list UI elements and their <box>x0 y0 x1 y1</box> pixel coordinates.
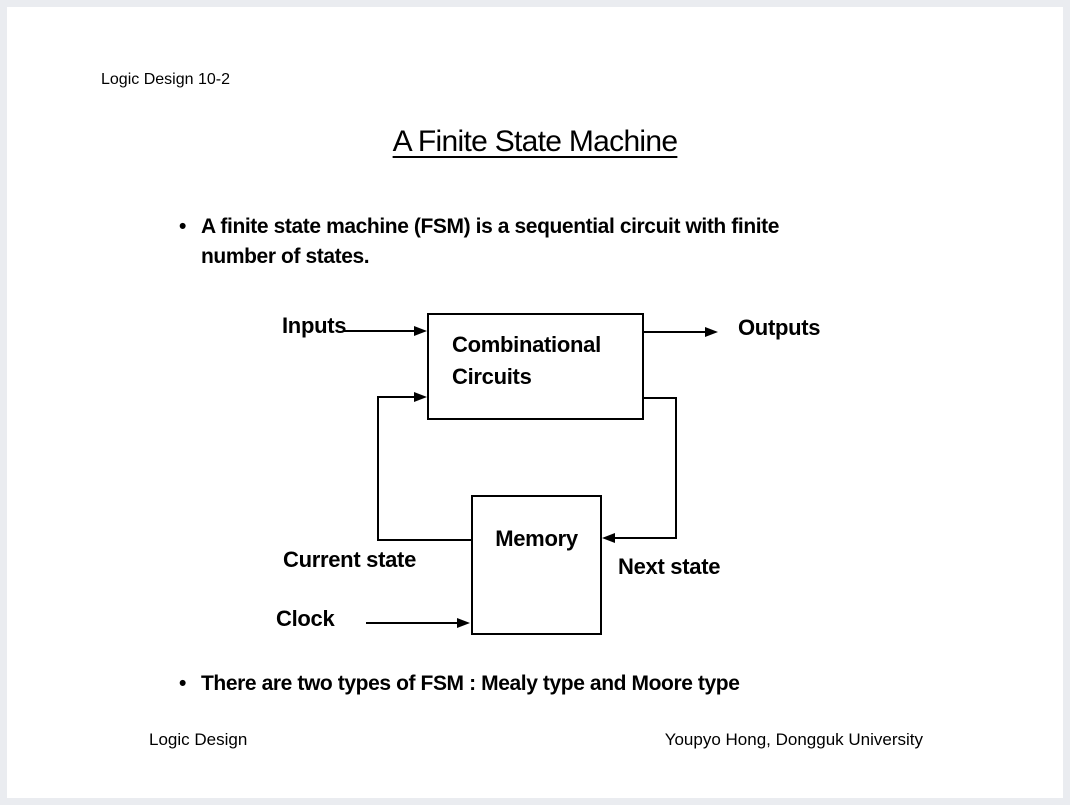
memory-box: Memory <box>471 495 602 635</box>
current-state-arrow-line <box>377 396 414 398</box>
current-state-arrowhead-icon <box>414 392 427 402</box>
bullet-item-1: • A finite state machine (FSM) is a sequ… <box>179 212 779 272</box>
inputs-arrow-line <box>344 330 415 332</box>
feedback-right-vertical-line <box>675 397 677 539</box>
page-title: A Finite State Machine <box>392 125 678 158</box>
outputs-label: Outputs <box>738 315 821 340</box>
bullet-marker: • <box>179 672 186 695</box>
footer-course-name: Logic Design <box>149 730 248 749</box>
memory-label: Memory <box>495 526 578 551</box>
next-state-arrow-line <box>614 537 677 539</box>
bullet-1-line-1: A finite state machine (FSM) is a sequen… <box>201 215 780 238</box>
combinational-circuits-label: Combinational Circuits <box>452 329 601 393</box>
feedback-left-horizontal-line <box>377 539 471 541</box>
clock-arrow-line <box>366 622 458 624</box>
feedback-left-vertical-line <box>377 396 379 541</box>
clock-label: Clock <box>276 606 335 631</box>
combinational-label-line-2: Circuits <box>452 364 532 389</box>
bullet-1-line-2: number of states. <box>201 245 370 268</box>
bullet-1-text: A finite state machine (FSM) is a sequen… <box>201 212 779 272</box>
bullet-marker: • <box>179 215 186 238</box>
next-state-arrowhead-icon <box>602 533 615 543</box>
combinational-circuits-box: Combinational Circuits <box>427 313 644 420</box>
inputs-label: Inputs <box>282 313 347 338</box>
outputs-arrow-line <box>644 331 705 333</box>
bullet-2-text: There are two types of FSM : Mealy type … <box>201 672 740 695</box>
next-state-exit-line <box>644 397 677 399</box>
footer-author: Youpyo Hong, Dongguk University <box>664 730 923 749</box>
next-state-label: Next state <box>618 554 721 579</box>
bullet-item-2: • There are two types of FSM : Mealy typ… <box>179 669 740 699</box>
slide-number-header: Logic Design 10-2 <box>101 71 230 88</box>
current-state-label: Current state <box>283 547 417 572</box>
outputs-arrowhead-icon <box>705 327 718 337</box>
inputs-arrowhead-icon <box>414 326 427 336</box>
slide-page: Logic Design 10-2 A Finite State Machine… <box>7 7 1063 798</box>
clock-arrowhead-icon <box>457 618 470 628</box>
combinational-label-line-1: Combinational <box>452 332 601 357</box>
